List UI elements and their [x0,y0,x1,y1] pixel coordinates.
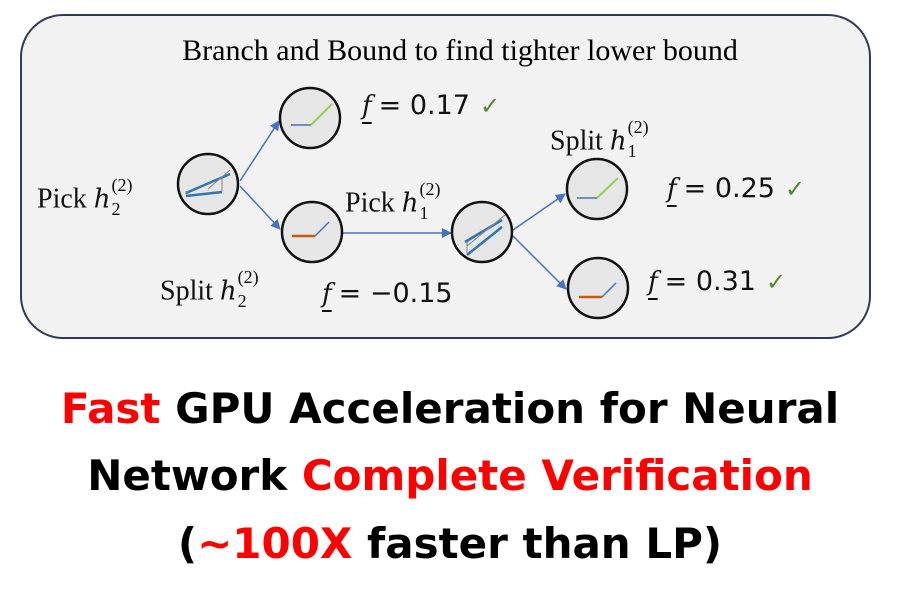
check-icon: ✓ [765,268,787,296]
caption-line-2: Network Complete Verification [0,455,900,497]
label-var: h [93,184,111,215]
bound-value: = −0.15 [338,278,453,309]
label-var: h [609,126,627,157]
node-leaf-neg [566,256,630,320]
caption-text: ( [177,519,198,568]
caption-line-3: (~100X faster than LP) [0,523,900,565]
relu-active-icon [577,177,619,199]
label-text: Split [160,275,213,307]
bound-label: f = 0.31 ✓ [648,268,786,296]
check-icon: ✓ [479,92,501,120]
label-sub: 2 [237,291,247,311]
caption-highlight: ~100X [197,519,353,568]
caption-highlight: Complete Verification [301,451,813,500]
label-sub: 2 [111,199,121,219]
label-var: h [219,276,237,307]
node-split-pos [278,86,342,150]
bound-value: = 0.25 [683,173,775,204]
bound-var: f [648,267,658,297]
caption-text: Network [87,451,302,500]
label-pick-root: Pick h(2) 2 [37,176,133,222]
label-sup: (2) [627,117,649,137]
label-sub: 1 [419,203,429,223]
bound-var: f [322,279,332,309]
node-leaf-pos [565,157,629,221]
bound-var: f [667,174,677,204]
check-icon: ✓ [784,175,806,203]
label-pick-second: Pick h(2) 1 [345,180,441,226]
bound-value: = 0.17 [378,90,470,121]
relu-active-icon [291,103,333,126]
relaxation-icon [464,214,506,256]
label-split-root: Split h(2) 2 [160,268,259,314]
caption-text: GPU Acceleration for Neural [160,384,840,433]
label-text: Pick [345,187,395,219]
caption-text: faster than LP) [352,519,723,568]
relu-inactive-icon [292,221,330,238]
relu-inactive-icon [579,282,617,299]
relaxation-icon [185,169,231,198]
label-sub: 1 [627,141,637,161]
diagram-title: Branch and Bound to find tighter lower b… [182,34,738,67]
label-sup: (2) [111,175,133,195]
caption-line-1: Fast GPU Acceleration for Neural [0,388,900,430]
bound-label: f = 0.17 ✓ [362,92,500,120]
label-text: Pick [37,183,87,215]
bound-var: f [362,91,372,121]
label-sup: (2) [237,267,259,287]
label-split-second: Split h(2) 1 [550,118,649,164]
label-text: Split [550,125,603,157]
bound-label: f = 0.25 ✓ [667,175,805,203]
bound-label: f = −0.15 [322,280,453,308]
edge-root-to-pos [239,120,280,182]
edge-pick-to-neg [512,235,567,290]
label-var: h [401,188,419,219]
label-sup: (2) [419,179,441,199]
edge-pick-to-pos [512,193,566,231]
bound-value: = 0.31 [664,266,756,297]
diagram-frame [20,14,871,339]
caption-highlight: Fast [60,384,161,433]
edge-root-to-neg [239,185,281,230]
node-split-neg [280,200,344,264]
